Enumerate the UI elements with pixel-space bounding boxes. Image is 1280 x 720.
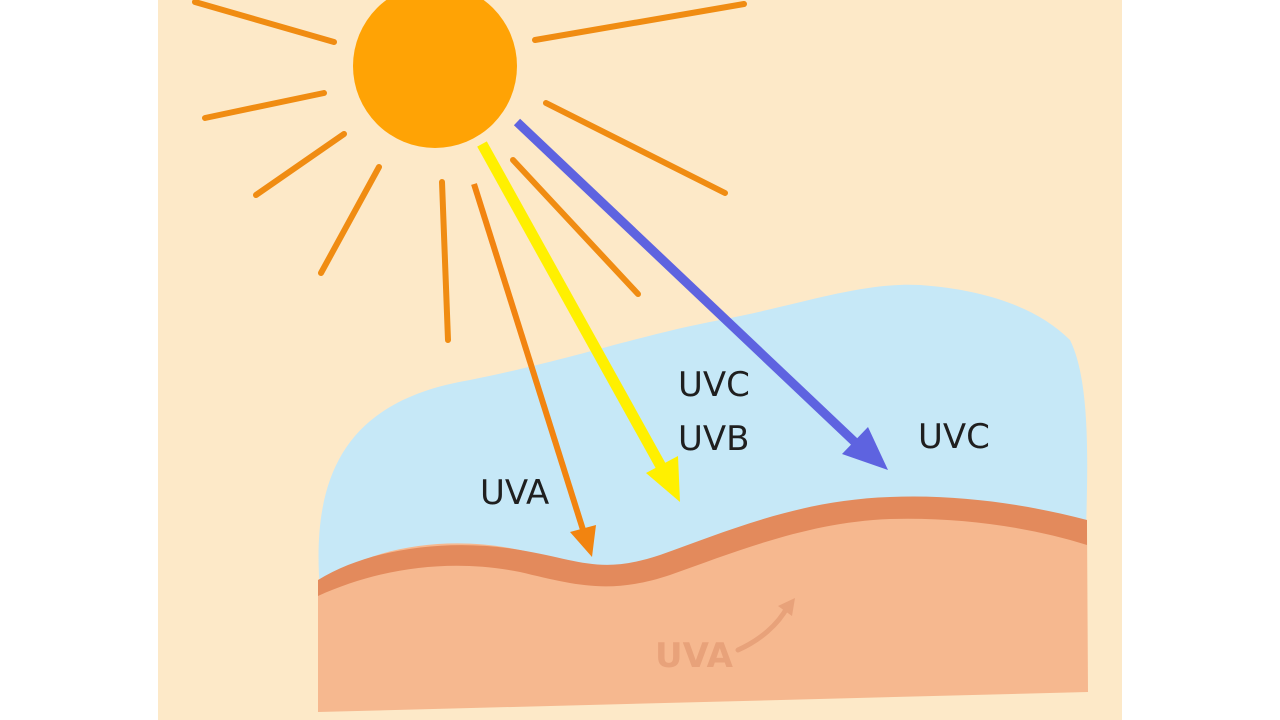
sun-rays [192,0,747,343]
label-uvc: UVC [918,417,990,457]
label-uva: UVA [480,473,549,513]
uva-arrow [471,183,596,557]
sun [353,0,517,148]
uvc-arrow [513,118,888,470]
label-uvc-in-pair: UVC [678,365,750,405]
sun-ray [510,157,641,297]
skin-surface [318,496,1087,596]
sun-ray [318,164,382,276]
skin-watermark-text: UVA [655,636,734,676]
sun-ray [253,131,347,198]
uvb-arrow [477,141,680,502]
sun-ray [543,100,728,196]
sun-ray [532,1,747,43]
sun-ray [202,90,327,121]
sun-ray [192,0,337,45]
curved-arrow-head [778,598,795,616]
curved-arrow-icon [735,603,791,653]
label-uvb: UVB [678,419,749,459]
sun-ray [439,179,451,343]
